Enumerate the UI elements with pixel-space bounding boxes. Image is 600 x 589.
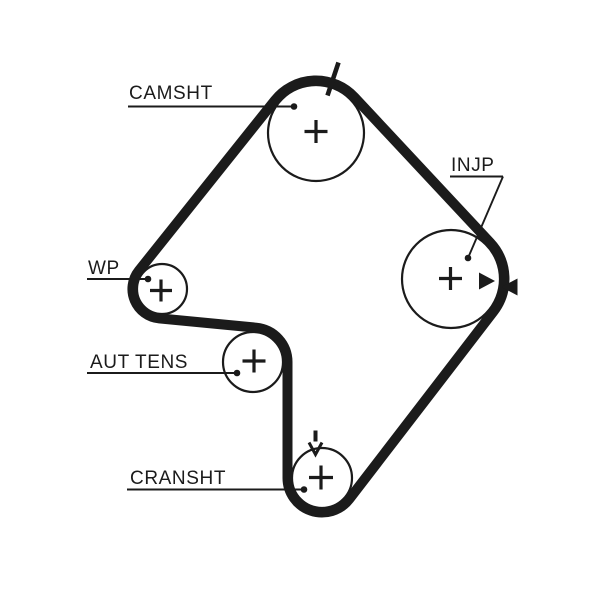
crankshaft-timing-mark-icon [307, 430, 324, 458]
crankshaft-timing-arrowhead [307, 441, 324, 458]
water-pump-label: WP [88, 258, 120, 279]
camshaft-leader-dot [290, 103, 298, 110]
injection-pump-label: INJP [451, 155, 495, 176]
tensioner-label: AUT TENS [90, 352, 188, 373]
camshaft-timing-mark-icon [325, 61, 341, 97]
tensioner-center-mark [242, 349, 266, 373]
camshaft-label: CAMSHT [129, 83, 213, 104]
tensioner-leader-dot [233, 369, 241, 377]
crankshaft-label: CRANSHT [130, 468, 226, 489]
water-pump-center-mark [150, 279, 172, 302]
camshaft-leader [128, 103, 298, 110]
crankshaft-leader [127, 486, 308, 493]
belt-alignment-arrow-left-icon [501, 278, 518, 296]
injection-pump-leader-dot [464, 254, 472, 262]
crankshaft-center-mark [309, 465, 333, 490]
timing-belt-path [127, 75, 510, 518]
camshaft-center-mark [304, 120, 328, 143]
belt-alignment-arrow-right-icon [479, 272, 495, 290]
crankshaft-leader-dot [300, 486, 308, 493]
water-pump-leader-dot [144, 275, 152, 283]
tensioner-leader [87, 369, 241, 377]
injection-pump-leader [450, 175, 504, 262]
injection-pump-center-mark [439, 267, 462, 290]
injection-pump-leader-diagonal [467, 176, 504, 259]
water-pump-leader [87, 275, 152, 283]
